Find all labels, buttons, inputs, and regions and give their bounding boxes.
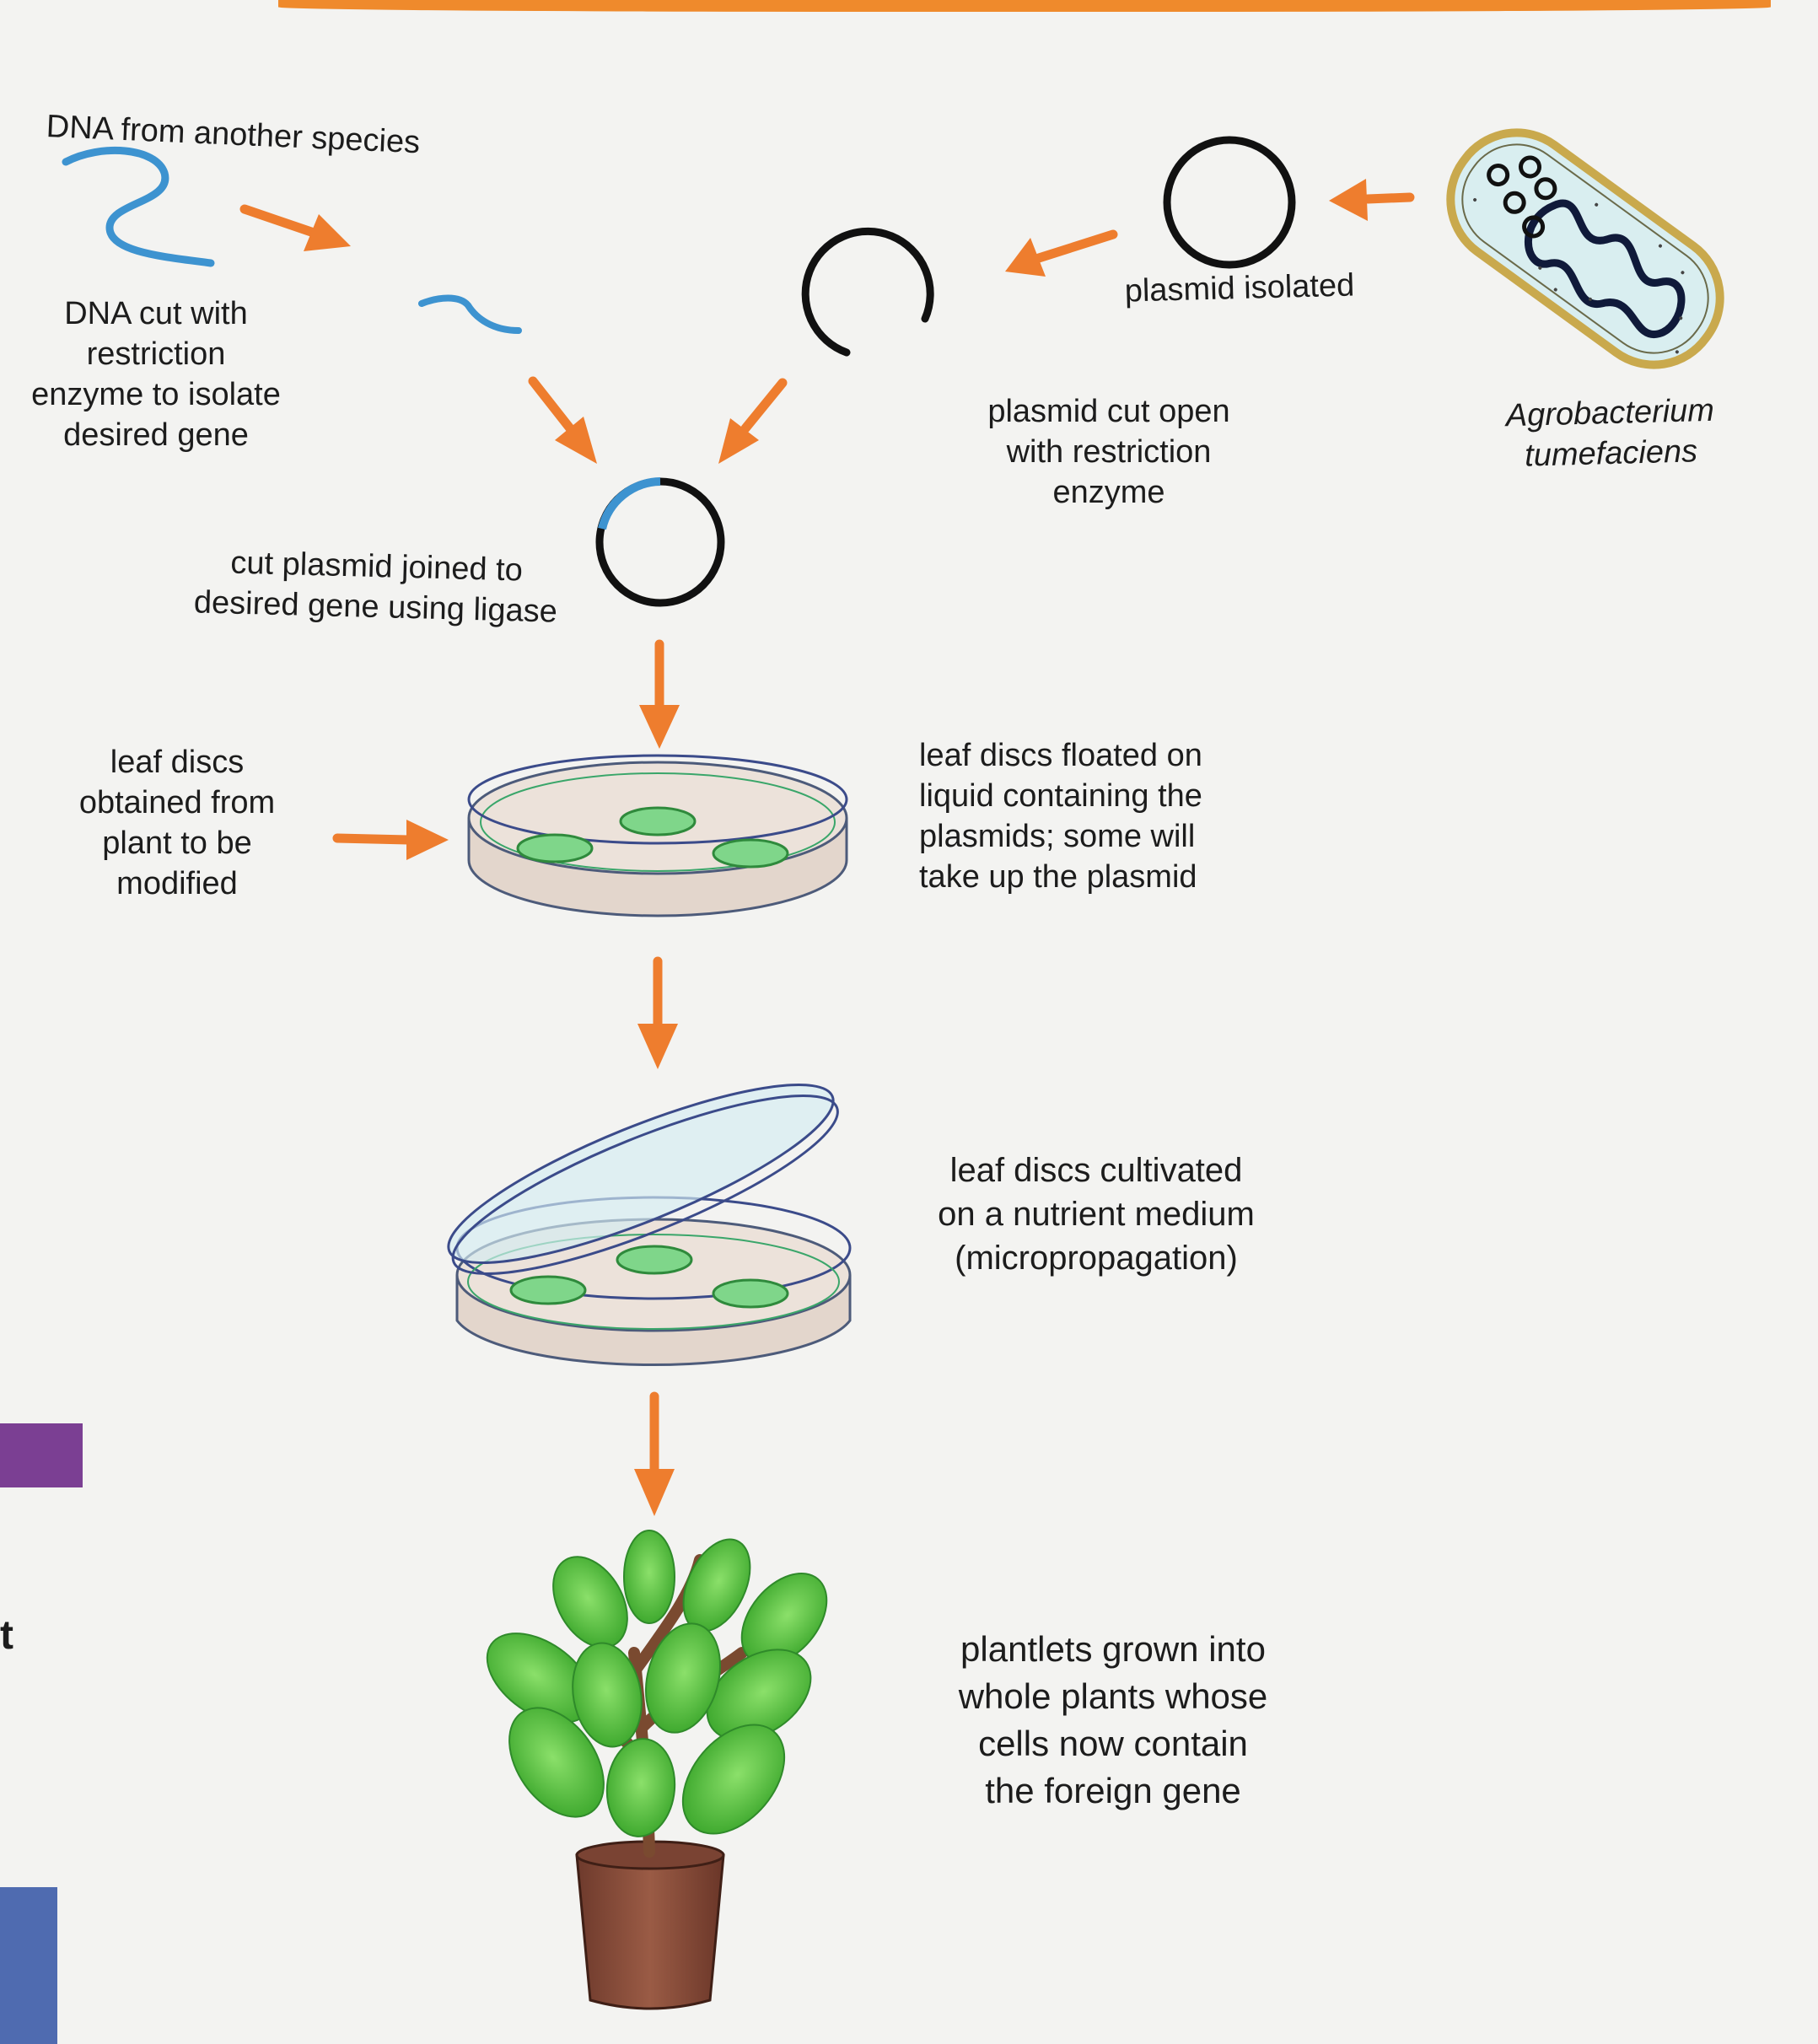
label-cut-plasmid-joined: cut plasmid joined to desired gene using… [193, 545, 558, 630]
orange-arrow-icon-group [239, 179, 1415, 1516]
orange-arrow-icon [1329, 179, 1415, 221]
side-tab-purple [0, 1423, 83, 1487]
leaf-disc [712, 1278, 789, 1309]
leaf-disc [516, 833, 594, 863]
label-plantlets-grown: plantlets grown into whole plants whose … [958, 1629, 1268, 1810]
dna-gene-fragment-icon [418, 294, 522, 334]
leaf-disc [619, 806, 697, 836]
label-dna-cut: DNA cut with restriction enzyme to isola… [31, 296, 281, 453]
potted-plant-icon [486, 1530, 828, 2010]
label-agrobacterium: Agrobacterium tumefaciens [1505, 392, 1715, 474]
orange-arrow-icon [637, 956, 678, 1069]
dna-strand-icon [62, 146, 215, 267]
orange-arrow-icon [634, 1391, 675, 1516]
petri-dish-with-lid-icon [447, 1084, 852, 1367]
side-tab-blue [0, 1887, 57, 2044]
leaf-disc [712, 838, 789, 869]
leaf-disc [616, 1245, 693, 1275]
label-leaf-discs-cultivated: leaf discs cultivated on a nutrient medi… [938, 1152, 1255, 1277]
leaf-disc [509, 1275, 587, 1305]
orange-arrow-icon [239, 204, 351, 251]
label-leaf-discs-obtained: leaf discs obtained from plant to be mod… [78, 745, 276, 901]
petri-dish-icon [467, 754, 848, 917]
top-orange-band [278, 0, 1771, 12]
recombinant-plasmid-icon [595, 477, 725, 607]
label-plasmid-isolated: plasmid isolated [1124, 267, 1355, 309]
edge-text-fragment: t [0, 1613, 13, 1658]
orange-arrow-icon [718, 378, 788, 464]
orange-arrow-icon [639, 639, 680, 749]
label-plasmid-cut-open: plasmid cut open with restriction enzyme [987, 394, 1230, 510]
orange-arrow-icon [332, 820, 449, 860]
plasmid-ring-icon [1163, 136, 1296, 269]
orange-arrow-icon [528, 376, 597, 464]
label-leaf-discs-floated: leaf discs floated on liquid containing … [919, 738, 1202, 895]
bacterium-icon [1446, 128, 1724, 369]
orange-arrow-icon [1005, 229, 1118, 277]
plasmid-cut-open-icon [801, 227, 934, 357]
